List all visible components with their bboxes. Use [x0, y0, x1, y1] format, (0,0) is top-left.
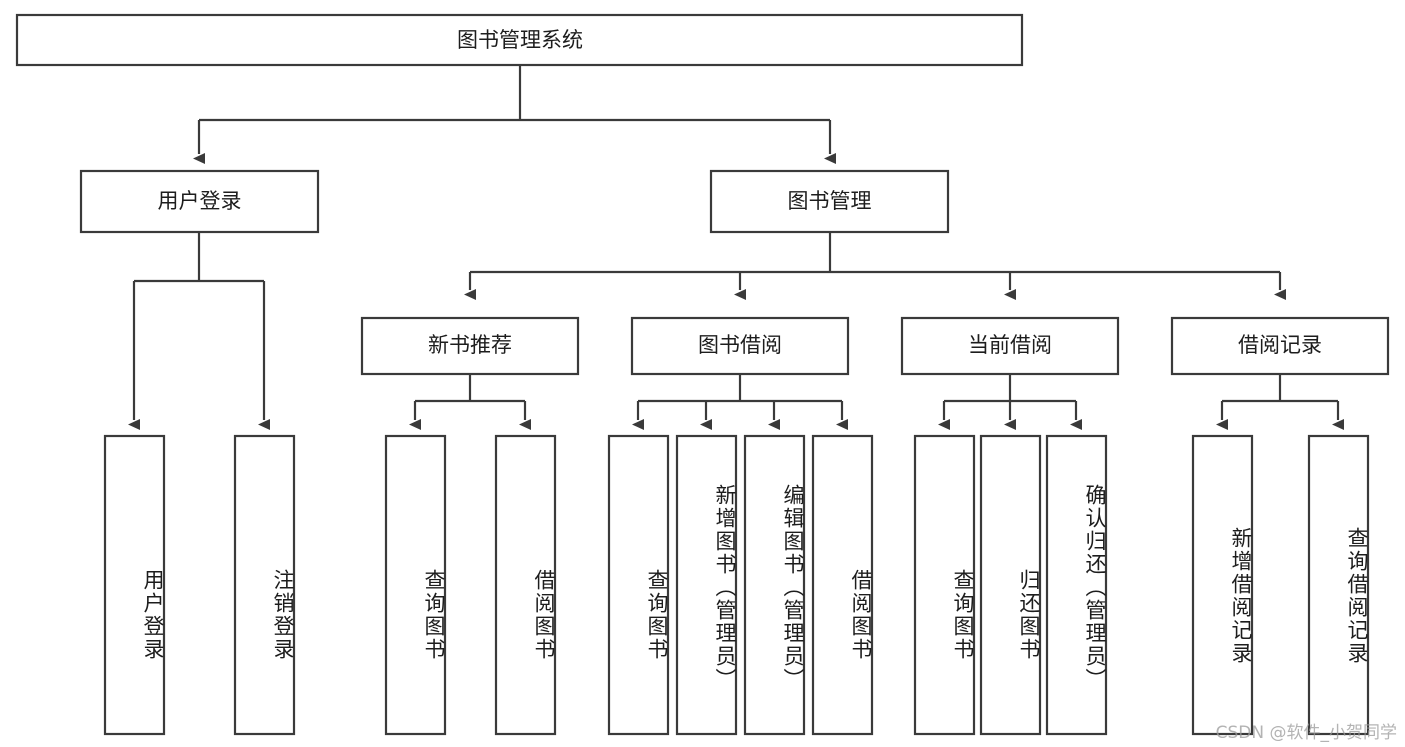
node-user-login[interactable]: 用户登录: [79, 169, 320, 234]
connector-group-new-book: [409, 374, 531, 430]
node-borrow-record-box[interactable]: [1170, 316, 1390, 376]
node-book-manage[interactable]: 图书管理: [709, 169, 950, 234]
watermark-text: CSDN @软件_小贺同学: [1215, 723, 1397, 743]
leaf-box-logout-login[interactable]: [233, 434, 296, 736]
node-user-login-box[interactable]: [79, 169, 320, 234]
node-book-manage-label: 图书管理: [788, 189, 872, 213]
leaf-box-add-record[interactable]: [1191, 434, 1254, 736]
connector-group-root: [193, 65, 836, 164]
connector-group-user-login: [128, 232, 270, 430]
connector-group-book-borrow: [632, 374, 848, 430]
node-root-label: 图书管理系统: [457, 28, 583, 52]
connector-group-book-manage: [464, 232, 1286, 300]
node-current-borrow[interactable]: 当前借阅: [900, 316, 1120, 376]
node-new-book-recommend[interactable]: 新书推荐: [360, 316, 580, 376]
node-current-borrow-label: 当前借阅: [968, 333, 1052, 357]
leaf-box-borrow-book-1[interactable]: [494, 434, 557, 736]
connector-group-current-borrow: [938, 374, 1082, 430]
leaf-box-query-book-3[interactable]: [913, 434, 976, 736]
node-new-book-recommend-box[interactable]: [360, 316, 580, 376]
node-current-borrow-box[interactable]: [900, 316, 1120, 376]
leaf-box-query-record[interactable]: [1307, 434, 1370, 736]
leaf-box-add-book[interactable]: [675, 434, 738, 736]
connector-group-borrow-record: [1216, 374, 1344, 430]
node-root[interactable]: 图书管理系统: [15, 13, 1024, 67]
leaf-box-borrow-book-2[interactable]: [811, 434, 874, 736]
node-book-borrow-box[interactable]: [630, 316, 850, 376]
leaf-box-return-book[interactable]: [979, 434, 1042, 736]
leaf-box-confirm-return[interactable]: [1045, 434, 1108, 736]
node-borrow-record[interactable]: 借阅记录: [1170, 316, 1390, 376]
node-book-borrow-label: 图书借阅: [698, 333, 782, 357]
node-user-login-label: 用户登录: [158, 189, 242, 213]
node-root-box[interactable]: [15, 13, 1024, 67]
leaf-box-edit-book[interactable]: [743, 434, 806, 736]
leaf-box-query-book-1[interactable]: [384, 434, 447, 736]
node-book-manage-box[interactable]: [709, 169, 950, 234]
node-borrow-record-label: 借阅记录: [1238, 333, 1322, 357]
leaf-box-query-book-2[interactable]: [607, 434, 670, 736]
node-new-book-recommend-label: 新书推荐: [428, 333, 512, 357]
node-book-borrow[interactable]: 图书借阅: [630, 316, 850, 376]
leaf-box-user-login[interactable]: [103, 434, 166, 736]
